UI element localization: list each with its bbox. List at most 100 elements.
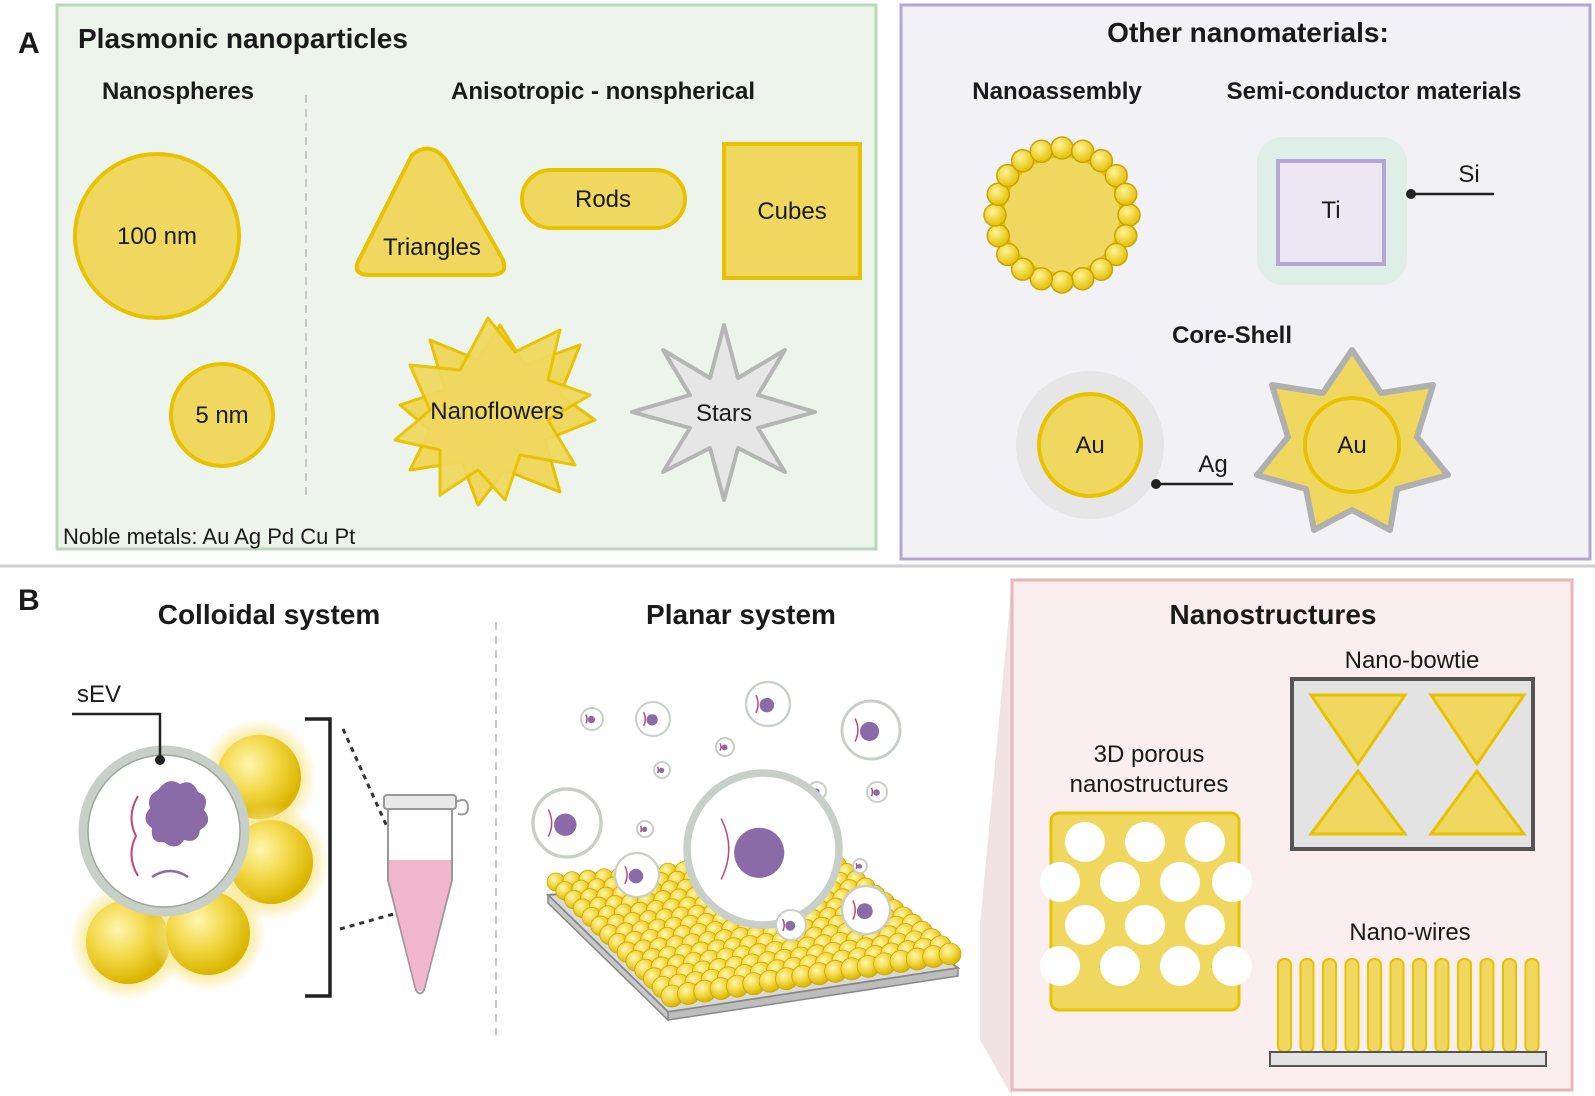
planar-gold-ball bbox=[938, 942, 962, 966]
nano-wire bbox=[1412, 958, 1427, 1053]
panel-letter-b: B bbox=[18, 584, 40, 617]
ag-pointer-dot bbox=[1151, 479, 1161, 489]
si-pointer-dot bbox=[1406, 189, 1416, 199]
assembly-bead bbox=[1089, 149, 1114, 173]
vesicle-rna bbox=[656, 766, 660, 774]
rods-label: Rods bbox=[575, 186, 631, 213]
nanoassembly-heading: Nanoassembly bbox=[972, 78, 1142, 105]
nano-wire bbox=[1457, 958, 1472, 1053]
cube-shape bbox=[722, 142, 862, 280]
vesicle-cargo bbox=[873, 789, 880, 796]
nanoflowers-label: Nanoflowers bbox=[430, 398, 563, 425]
rod-shape bbox=[520, 168, 687, 230]
plasmonic-title: Plasmonic nanoparticles bbox=[78, 23, 408, 54]
colloidal-title: Colloidal system bbox=[158, 599, 381, 630]
anisotropic-heading: Anisotropic - nonspherical bbox=[451, 78, 755, 105]
other-nanomaterials-panel bbox=[899, 3, 1592, 561]
colloidal-gold-particles bbox=[70, 719, 329, 1000]
nano-wire bbox=[1344, 958, 1360, 1053]
assembly-bead bbox=[1104, 242, 1128, 267]
au-core-sphere bbox=[1037, 392, 1143, 498]
assembly-bead bbox=[996, 242, 1020, 267]
sev-vesicle bbox=[78, 745, 250, 917]
nanostructures-title: Nanostructures bbox=[1170, 599, 1377, 630]
assembly-bead bbox=[1113, 182, 1138, 207]
assembly-bead bbox=[1050, 136, 1074, 160]
wires-substrate bbox=[1269, 1051, 1547, 1067]
vesicle-cargo bbox=[721, 744, 728, 751]
assembly-bead bbox=[1029, 266, 1054, 291]
vesicle-cargo bbox=[587, 715, 596, 724]
pore bbox=[1160, 946, 1200, 986]
vesicle-rna bbox=[547, 809, 553, 837]
nano-wire bbox=[1322, 958, 1337, 1053]
ag-label: Ag bbox=[1198, 451, 1227, 478]
vesicle-cargo bbox=[658, 767, 665, 774]
sphere-100nm bbox=[73, 152, 241, 320]
assembly-bead bbox=[1010, 257, 1035, 281]
nanoassembly-particle bbox=[983, 136, 1141, 294]
assembly-bead bbox=[983, 203, 1007, 227]
vesicle-rna bbox=[639, 825, 643, 833]
planar-vesicles bbox=[531, 680, 902, 941]
vesicle-rna bbox=[719, 743, 722, 751]
sphere-5nm bbox=[169, 362, 275, 468]
star-shape bbox=[630, 323, 817, 502]
pore bbox=[1100, 862, 1140, 902]
vesicle-rna bbox=[854, 718, 859, 742]
nano-wire bbox=[1524, 958, 1540, 1053]
sev-pointer-dot bbox=[155, 755, 165, 765]
vesicle-rna bbox=[870, 787, 874, 797]
pore bbox=[1125, 905, 1165, 945]
sev-pointer bbox=[72, 712, 162, 760]
au-core-label-1: Au bbox=[1075, 432, 1104, 459]
pore bbox=[1040, 862, 1080, 902]
nano-wire bbox=[1367, 958, 1382, 1053]
assembly-bead bbox=[996, 163, 1020, 188]
bowtie-pairs bbox=[1308, 693, 1527, 836]
vesicle-cargo bbox=[859, 721, 880, 742]
nano-wire bbox=[1389, 958, 1405, 1053]
pore bbox=[1160, 862, 1200, 902]
pore bbox=[1065, 905, 1105, 945]
pore bbox=[1185, 905, 1225, 945]
triangles-label: Triangles bbox=[383, 234, 481, 261]
assembly-bead bbox=[1070, 139, 1095, 164]
vesicle-cargo bbox=[554, 813, 577, 836]
pore bbox=[1212, 862, 1252, 902]
vesicle-cargo bbox=[759, 697, 775, 713]
sphere-5nm-label: 5 nm bbox=[195, 402, 248, 429]
nano-wire bbox=[1277, 958, 1292, 1053]
assembly-bead bbox=[1113, 223, 1138, 248]
ti-label: Ti bbox=[1321, 197, 1340, 224]
pore bbox=[1125, 822, 1165, 862]
zoom-bracket bbox=[305, 717, 332, 998]
vesicle-cargo bbox=[785, 920, 796, 931]
au-core-star bbox=[1303, 396, 1401, 494]
nano-wire bbox=[1434, 958, 1450, 1053]
porous-holes bbox=[1040, 822, 1252, 986]
si-label: Si bbox=[1458, 161, 1479, 188]
nanospheres-heading: Nanospheres bbox=[102, 78, 254, 105]
vesicle-cargo bbox=[646, 714, 658, 726]
vesicle-rna bbox=[852, 900, 856, 920]
assembly-bead bbox=[1070, 266, 1095, 291]
wires-label: Nano-wires bbox=[1349, 919, 1470, 946]
assembly-bead bbox=[1050, 270, 1074, 294]
vesicle-rna bbox=[624, 865, 628, 885]
vesicle-rna bbox=[782, 918, 785, 932]
panel-letter-a: A bbox=[18, 27, 40, 60]
assembly-bead bbox=[1089, 257, 1114, 281]
vesicle-cargo bbox=[628, 868, 644, 884]
pore bbox=[1040, 946, 1080, 986]
noble-metals-footnote: Noble metals: Au Ag Pd Cu Pt bbox=[63, 524, 355, 549]
vesicle-cargo bbox=[734, 827, 785, 878]
pore bbox=[1065, 822, 1105, 862]
bowtie-label: Nano-bowtie bbox=[1345, 647, 1480, 674]
pore bbox=[1185, 822, 1225, 862]
ti-core bbox=[1276, 159, 1386, 266]
nano-wires bbox=[1277, 958, 1540, 1053]
other-nanomaterials-title: Other nanomaterials: bbox=[1107, 17, 1389, 48]
au-core-label-2: Au bbox=[1337, 432, 1366, 459]
